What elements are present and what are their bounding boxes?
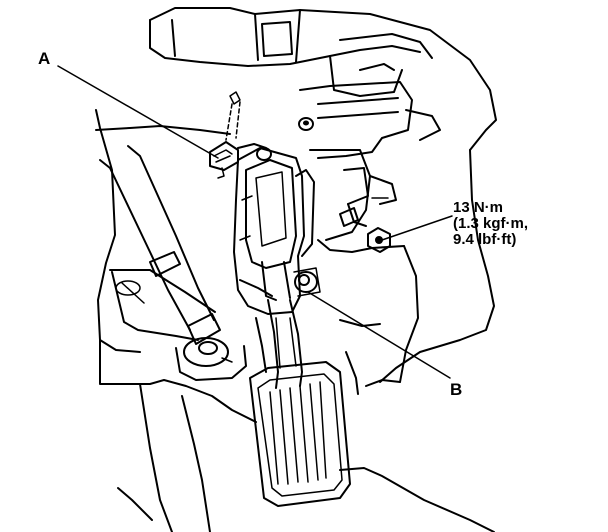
- pedal-arm: [255, 299, 303, 389]
- leader-lines: [57, 65, 453, 379]
- connector-a: [209, 91, 272, 179]
- pedal-bracket: [299, 81, 495, 395]
- pivot-bolt-b: [293, 267, 321, 297]
- pedal-module-housing: [233, 147, 315, 315]
- torque-nut: [367, 227, 391, 253]
- leader-line-torque: [381, 215, 453, 241]
- steering-column: [99, 145, 247, 381]
- leader-line-a: [57, 65, 219, 159]
- dashboard-panel: [149, 7, 497, 151]
- torque-value-kgfm: (1.3 kgf·m,: [453, 215, 529, 232]
- torque-value-nm: 13 N·m: [453, 199, 504, 216]
- torque-specification: 13 N·m (1.3 kgf·m, 9.4 lbf·ft): [453, 200, 528, 248]
- leader-line-b: [307, 291, 451, 379]
- floor-panel: [95, 109, 257, 532]
- callout-label-b: B: [450, 380, 463, 399]
- torque-value-lbfft: 9.4 lbf·ft): [453, 231, 517, 248]
- pedal-pad: [249, 361, 495, 532]
- upper-mount-nut: [298, 117, 314, 131]
- callout-label-a: A: [38, 49, 51, 68]
